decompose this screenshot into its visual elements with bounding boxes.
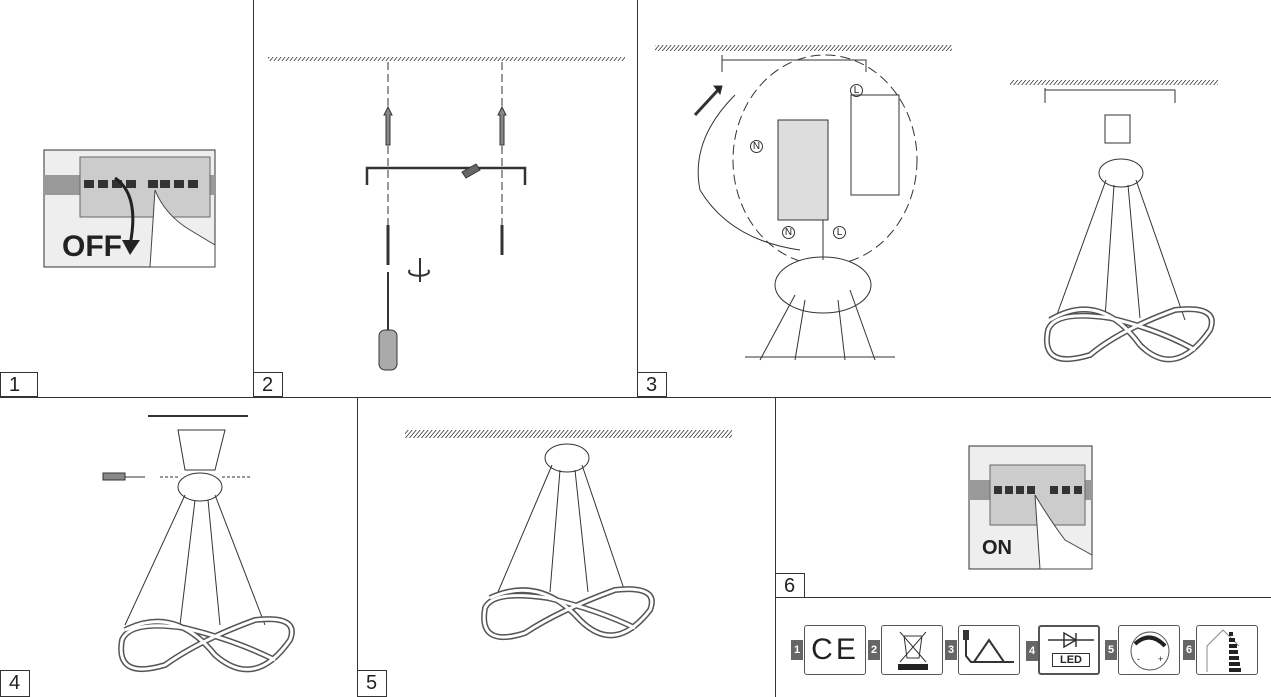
off-label: OFF: [62, 230, 122, 263]
dim-plus: +: [1158, 654, 1164, 664]
wire-label-l: L: [850, 84, 863, 97]
step-1-panel: [0, 0, 254, 398]
dimmable-icon: 5 - +: [1105, 625, 1180, 675]
led-text: LED: [1052, 653, 1090, 667]
symbol-number: 1: [791, 640, 803, 660]
energy-class-icon: 6: [1183, 625, 1258, 675]
step-number: 3: [637, 372, 667, 397]
symbol-number: 3: [945, 640, 957, 660]
step-2-panel: [253, 0, 638, 398]
step-number: 6: [775, 573, 805, 598]
wire-label-n: N: [782, 226, 795, 239]
wire-label-n: N: [750, 140, 763, 153]
weee-bin-icon: 2: [868, 625, 943, 675]
step-3-panel: [637, 0, 1271, 398]
symbol-number: 4: [1026, 641, 1038, 661]
wire-label-l: L: [833, 226, 846, 239]
step-6-panel: [775, 397, 1271, 598]
step-number: 1: [0, 372, 38, 397]
symbol-number: 2: [868, 640, 880, 660]
symbol-number: 5: [1105, 640, 1117, 660]
symbol-number: 6: [1183, 640, 1195, 660]
step-number: 5: [357, 670, 387, 697]
canopy-attachment: [102, 415, 295, 673]
breaker-panel-on: [968, 445, 1093, 570]
step-5-panel: [357, 397, 776, 697]
indoor-use-icon: 3: [945, 625, 1020, 675]
ceiling-mounting-bracket: [268, 57, 625, 371]
ce-text: CE: [811, 633, 859, 666]
step-number: 2: [253, 372, 283, 397]
step-4-panel: [0, 397, 358, 697]
ce-mark-icon: 1 CE: [791, 625, 866, 675]
dim-minus: -: [1137, 654, 1140, 664]
breaker-panel-off: [43, 149, 216, 268]
on-label: ON: [982, 537, 1012, 559]
wiring-connection: [655, 45, 1218, 363]
led-icon: 4 LED: [1026, 625, 1100, 675]
installed-pendant-light: [405, 430, 732, 640]
